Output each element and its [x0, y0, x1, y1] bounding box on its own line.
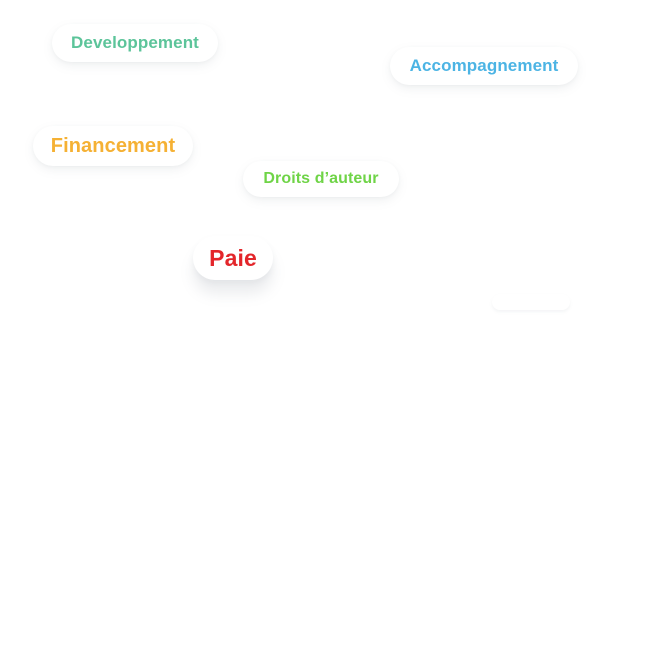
- tag-accompagnement: Accompagnement: [390, 47, 578, 85]
- tag-financement: Financement: [33, 126, 193, 166]
- tag-label-accompagnement: Accompagnement: [409, 56, 559, 75]
- tag-paie: Paie: [193, 236, 273, 280]
- tag-blank-faded: [492, 294, 570, 310]
- tag-developpement: Developpement: [52, 24, 218, 62]
- tag-label-financement: Financement: [50, 134, 176, 157]
- tag-label-droits-auteur: Droits d’auteur: [263, 170, 379, 187]
- tag-droits-auteur: Droits d’auteur: [243, 161, 399, 197]
- tag-label-paie: Paie: [209, 244, 257, 271]
- tag-label-developpement: Developpement: [71, 33, 199, 52]
